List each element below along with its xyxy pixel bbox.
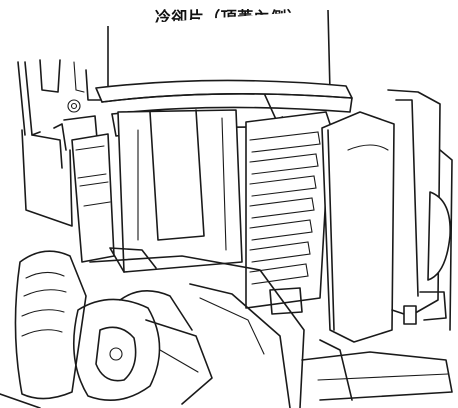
- cooling-fins: [245, 111, 331, 315]
- left-panel: [71, 133, 115, 263]
- right-cover: [321, 89, 453, 343]
- central-housing: [109, 109, 243, 273]
- left-drum: [0, 250, 213, 408]
- left-frame: [17, 59, 101, 227]
- lower-base: [89, 255, 453, 408]
